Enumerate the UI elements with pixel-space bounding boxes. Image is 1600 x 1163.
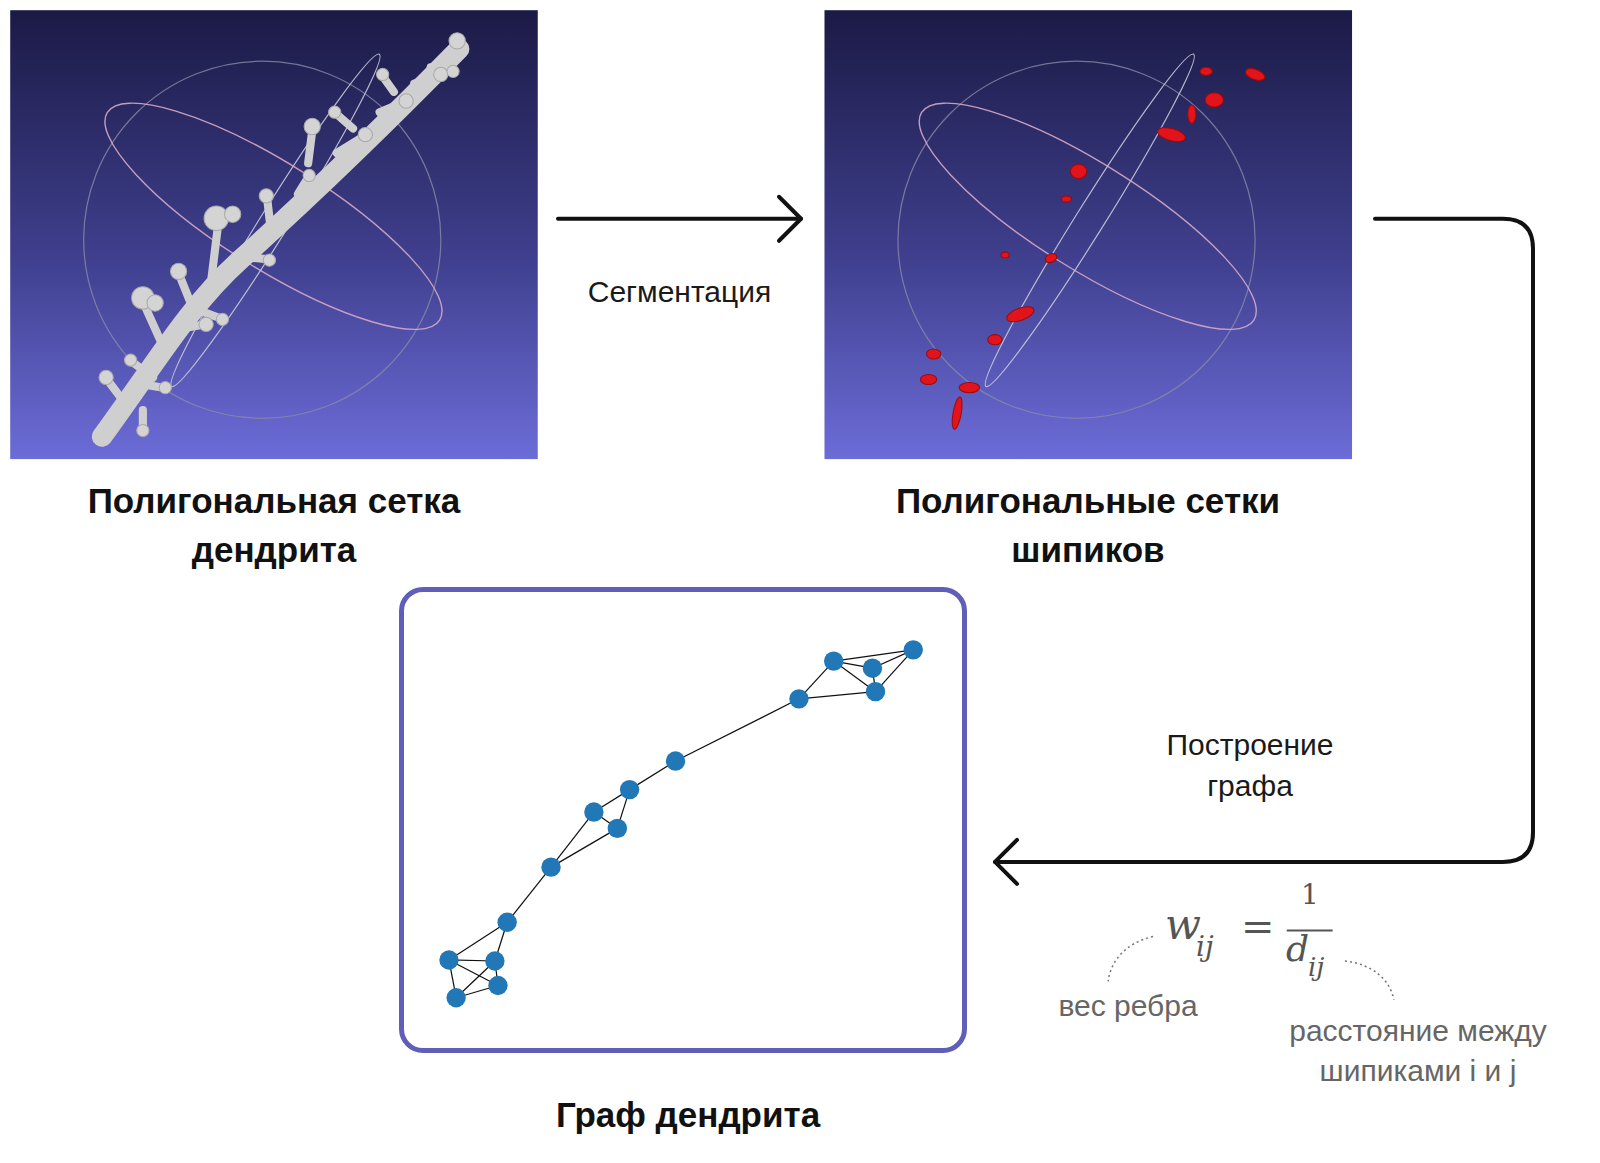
panel-caption: Полигональные сетки шипиков xyxy=(838,476,1338,574)
panel-caption: Граф дендрита xyxy=(418,1090,958,1139)
mesh-panel: Полигональная сетка дендрита xyxy=(10,10,538,459)
leader-line xyxy=(1108,937,1153,982)
annotation: вес ребра xyxy=(1058,986,1197,1026)
formula-subscript: ij xyxy=(1196,928,1214,965)
formula-symbol: w xyxy=(1165,897,1201,953)
edge-label: Построение графа xyxy=(1125,724,1375,806)
arrow-head xyxy=(995,840,1017,884)
annotation: расстояние между шипиками i и j xyxy=(1248,1011,1588,1091)
dendrite-graph xyxy=(439,640,923,1007)
formula-subscript: ij xyxy=(1308,950,1324,985)
formula-numerator: 1 xyxy=(1301,876,1319,913)
dendrite-render xyxy=(10,10,538,459)
formula-equals: = xyxy=(1241,900,1275,953)
panel-caption: Полигональная сетка дендрита xyxy=(24,476,524,574)
formula-symbol: d xyxy=(1286,925,1309,973)
mesh-panel: Полигональные сетки шипиков xyxy=(824,10,1352,459)
arrow-head xyxy=(779,197,801,241)
leader-line xyxy=(1345,961,1394,1000)
graph-panel: Граф дендрита xyxy=(399,587,967,1053)
edge-label: Сегментация xyxy=(555,271,805,312)
flow-arrow xyxy=(558,217,801,221)
spines-render xyxy=(824,10,1352,459)
